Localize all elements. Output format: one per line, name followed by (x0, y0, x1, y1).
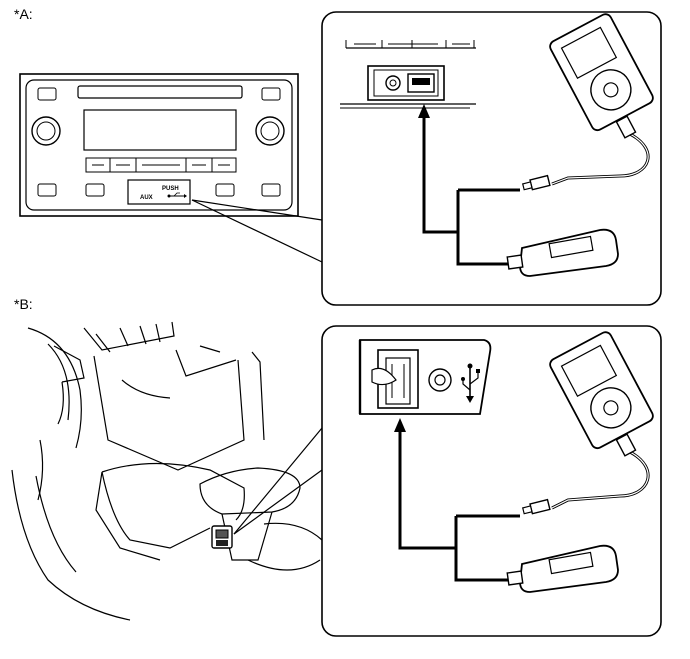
aux-label: AUX (140, 195, 153, 201)
usb-trident-icon (461, 363, 480, 403)
volume-knob (31, 116, 61, 146)
callout-line (233, 469, 323, 535)
head-unit: PUSH AUX (19, 73, 299, 217)
tune-knob (255, 116, 285, 146)
aux-usb-jack-closeup (340, 40, 476, 109)
connection-lines-b (394, 418, 520, 582)
callout-line (191, 199, 323, 263)
figure-b-label: *B: (14, 296, 33, 312)
callout-line (191, 199, 323, 221)
console-usb-aux-closeup (358, 339, 492, 415)
usb-port-location-icon (211, 525, 233, 549)
callout-line (233, 427, 323, 535)
push-label: PUSH (162, 186, 179, 192)
center-console-illustration (11, 321, 323, 621)
usb-symbol-icon (167, 192, 187, 198)
figure-a-label: *A: (14, 6, 33, 22)
connection-lines-a (418, 104, 520, 266)
